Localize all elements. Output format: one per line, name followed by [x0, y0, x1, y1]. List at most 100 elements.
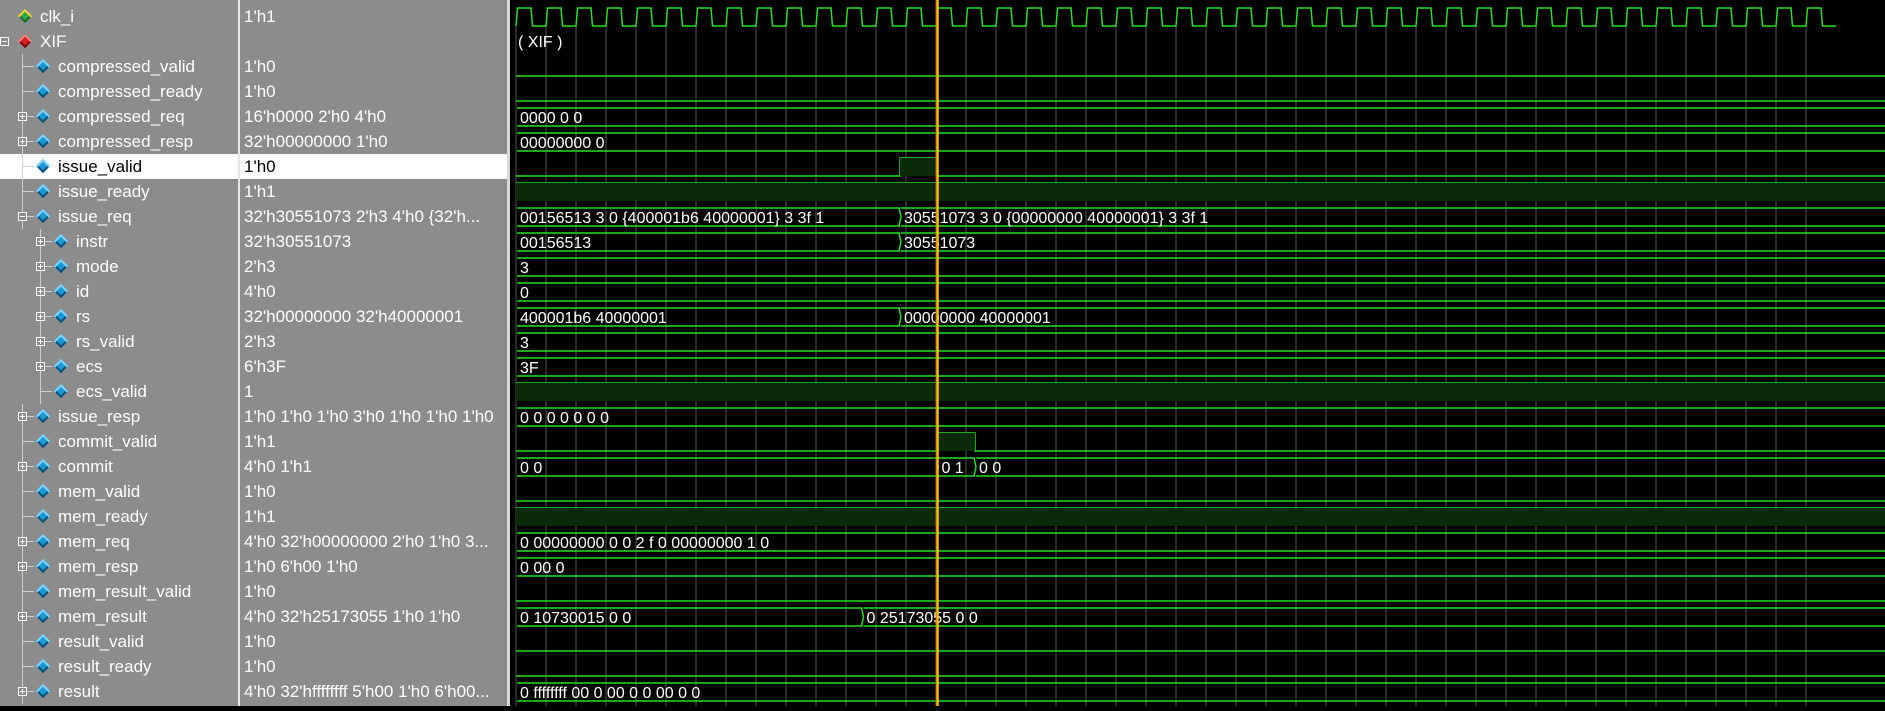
signal-value[interactable]: 4'h0 32'h00000000 2'h0 1'h0 3...	[240, 529, 507, 554]
signal-name: issue_resp	[58, 404, 140, 429]
signal-value[interactable]: 2'h3	[240, 254, 507, 279]
signal-row-id[interactable]: id	[0, 279, 238, 304]
bus-transition	[899, 233, 901, 251]
signal-icon	[36, 84, 50, 98]
bus-value: 30551073	[904, 235, 975, 252]
signal-row-mem_valid[interactable]: mem_valid	[0, 479, 238, 504]
expand-icon[interactable]	[36, 312, 45, 321]
signal-icon	[36, 609, 50, 623]
signal-value[interactable]: 1'h0	[240, 154, 507, 179]
signal-value[interactable]: 1'h1	[240, 504, 507, 529]
signal-row-commit_valid[interactable]: commit_valid	[0, 429, 238, 454]
signal-row-clk_i[interactable]: clk_i	[0, 4, 238, 29]
signal-row-issue_ready[interactable]: issue_ready	[0, 179, 238, 204]
bus-waveform	[517, 333, 1885, 351]
signal-row-rs[interactable]: rs	[0, 304, 238, 329]
signal-value[interactable]: 4'h0	[240, 279, 507, 304]
bit-high-fill	[900, 158, 938, 176]
signal-value[interactable]: 2'h3	[240, 329, 507, 354]
signal-value[interactable]: 1'h1	[240, 179, 507, 204]
signal-row-rs_valid[interactable]: rs_valid	[0, 329, 238, 354]
signal-value[interactable]: 1'h0 1'h0 1'h0 3'h0 1'h0 1'h0 1'h0	[240, 404, 507, 429]
expand-icon[interactable]	[18, 687, 27, 696]
signal-row-mem_ready[interactable]: mem_ready	[0, 504, 238, 529]
signal-name: issue_valid	[58, 154, 142, 179]
expand-icon[interactable]	[36, 337, 45, 346]
signal-value[interactable]: 16'h0000 2'h0 4'h0	[240, 104, 507, 129]
signal-row-result[interactable]: result	[0, 679, 238, 704]
expand-icon[interactable]	[18, 537, 27, 546]
signal-value[interactable]: 1'h0	[240, 54, 507, 79]
signal-value[interactable]: 32'h30551073	[240, 229, 507, 254]
signal-row-mem_result[interactable]: mem_result	[0, 604, 238, 629]
signal-row-ecs_valid[interactable]: ecs_valid	[0, 379, 238, 404]
signal-value[interactable]	[240, 29, 507, 54]
expand-icon[interactable]	[18, 412, 27, 421]
bus-value: 0 ffffffff 00 0 00 0 0 00 0 0	[520, 685, 700, 702]
signal-name: mode	[76, 254, 119, 279]
signal-row-compressed_resp[interactable]: compressed_resp	[0, 129, 238, 154]
bit-high-fill	[516, 383, 1885, 401]
signal-row-result_valid[interactable]: result_valid	[0, 629, 238, 654]
signal-row-instr[interactable]: instr	[0, 229, 238, 254]
signal-value[interactable]: 4'h0 32'hffffffff 5'h00 1'h0 6'h00...	[240, 679, 507, 704]
bus-waveform	[901, 233, 1885, 251]
expand-icon[interactable]	[36, 262, 45, 271]
signal-value[interactable]: 32'h00000000 1'h0	[240, 129, 507, 154]
signal-row-XIF[interactable]: XIF	[0, 29, 238, 54]
signal-value[interactable]: 6'h3F	[240, 354, 507, 379]
expand-icon[interactable]	[36, 287, 45, 296]
signal-value[interactable]: 1	[240, 379, 507, 404]
signal-name: issue_ready	[58, 179, 150, 204]
signal-row-mem_resp[interactable]: mem_resp	[0, 554, 238, 579]
signal-row-compressed_req[interactable]: compressed_req	[0, 104, 238, 129]
signal-icon	[54, 234, 68, 248]
signal-row-result_ready[interactable]: result_ready	[0, 654, 238, 679]
bus-waveform	[517, 283, 1885, 301]
signal-row-mem_result_valid[interactable]: mem_result_valid	[0, 579, 238, 604]
signal-name: mem_ready	[58, 504, 148, 529]
signal-row-issue_valid[interactable]: issue_valid	[0, 154, 238, 179]
expand-icon[interactable]	[18, 562, 27, 571]
signal-row-compressed_ready[interactable]: compressed_ready	[0, 79, 238, 104]
signal-value[interactable]: 1'h0	[240, 579, 507, 604]
bus-waveform	[517, 683, 1885, 701]
signal-value[interactable]: 32'h30551073 2'h3 4'h0 {32'h...	[240, 204, 507, 229]
signal-icon	[36, 534, 50, 548]
collapse-icon[interactable]	[18, 212, 27, 221]
bus-value: 0 0 0 0 0 0 0	[520, 410, 609, 427]
signal-row-issue_req[interactable]: issue_req	[0, 204, 238, 229]
signal-value[interactable]: 4'h0 32'h25173055 1'h0 1'h0	[240, 604, 507, 629]
signal-row-issue_resp[interactable]: issue_resp	[0, 404, 238, 429]
signal-name: XIF	[40, 29, 66, 54]
expand-icon[interactable]	[18, 462, 27, 471]
signal-value[interactable]: 1'h0 6'h00 1'h0	[240, 554, 507, 579]
bus-transition	[899, 208, 901, 226]
signal-value[interactable]: 4'h0 1'h1	[240, 454, 507, 479]
signal-row-mem_req[interactable]: mem_req	[0, 529, 238, 554]
expand-icon[interactable]	[18, 612, 27, 621]
expand-icon[interactable]	[36, 237, 45, 246]
signal-row-commit[interactable]: commit	[0, 454, 238, 479]
bit-high-fill	[938, 433, 976, 451]
signal-value[interactable]: 1'h1	[240, 4, 507, 29]
expand-icon[interactable]	[36, 362, 45, 371]
signal-row-mode[interactable]: mode	[0, 254, 238, 279]
signal-value[interactable]: 1'h1	[240, 429, 507, 454]
expand-icon[interactable]	[18, 112, 27, 121]
expand-icon[interactable]	[18, 137, 27, 146]
signal-name: compressed_req	[58, 104, 185, 129]
collapse-icon[interactable]	[0, 37, 9, 46]
signal-row-ecs[interactable]: ecs	[0, 354, 238, 379]
signal-row-compressed_valid[interactable]: compressed_valid	[0, 54, 238, 79]
signal-value[interactable]: 1'h0	[240, 479, 507, 504]
signal-value[interactable]: 1'h0	[240, 654, 507, 679]
signal-value[interactable]: 1'h0	[240, 79, 507, 104]
signal-value[interactable]: 32'h00000000 32'h40000001	[240, 304, 507, 329]
bus-waveform	[517, 408, 1885, 426]
signal-value[interactable]: 1'h0	[240, 629, 507, 654]
